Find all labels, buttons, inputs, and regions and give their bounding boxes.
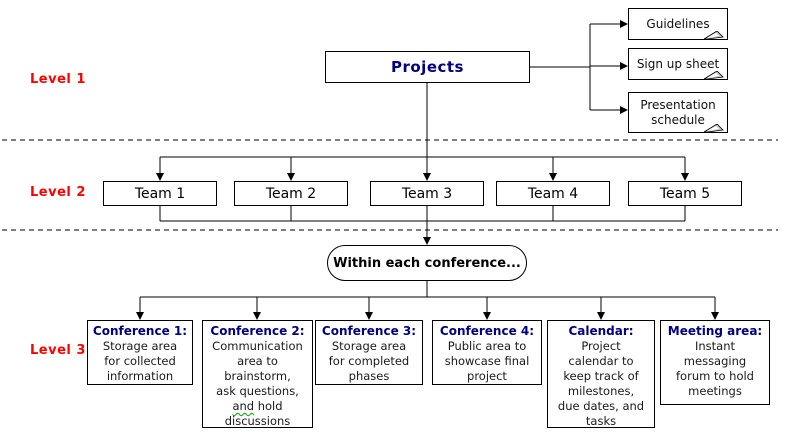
within-each-conference-label: Within each conference...	[333, 255, 521, 271]
team-3-label: Team 3	[401, 185, 453, 202]
calendar-title: Calendar:	[568, 324, 634, 338]
conference-3-body: Storage area for completed phases	[328, 339, 410, 383]
level-1-label: Level 1	[30, 72, 86, 87]
spellcheck-underlined-word: and	[232, 399, 255, 413]
conference-1-body: Storage area for collected information	[102, 339, 178, 383]
conference-4-title: Conference 4:	[439, 324, 535, 338]
page-fold-icon	[704, 124, 724, 133]
note-sign-up-sheet: Sign up sheet	[628, 48, 728, 80]
root-to-teams-connector	[156, 83, 689, 181]
page-fold-icon	[704, 31, 724, 40]
root-to-notes-connector	[530, 20, 628, 114]
team-box-5: Team 5	[628, 181, 742, 206]
conference-2-title: Conference 2:	[210, 324, 305, 338]
team-box-1: Team 1	[103, 181, 217, 206]
calendar-box: Calendar: Project calendar to keep track…	[547, 320, 655, 428]
conference-2-body: Communication area to brainstorm, ask qu…	[203, 339, 312, 429]
conference-1-box: Conference 1: Storage area for collected…	[87, 320, 193, 385]
teams-to-scope-connector	[159, 206, 686, 245]
note-presentation-schedule-label: Presentation schedule	[640, 97, 716, 127]
team-1-label: Team 1	[134, 185, 186, 202]
conference-2-box: Conference 2: Communication area to brai…	[202, 320, 313, 428]
conference-1-title: Conference 1:	[92, 324, 188, 338]
conference-2-body-start: Communication area to brainstorm, ask qu…	[212, 339, 303, 398]
note-presentation-schedule: Presentation schedule	[628, 92, 728, 133]
scope-to-areas-connector	[136, 281, 719, 320]
meeting-area-title: Meeting area:	[667, 324, 763, 338]
meeting-area-box: Meeting area: Instant messaging forum to…	[660, 320, 770, 405]
projects-box: Projects	[325, 51, 530, 83]
team-4-label: Team 4	[527, 185, 579, 202]
conference-3-box: Conference 3: Storage area for completed…	[315, 320, 423, 385]
team-box-3: Team 3	[370, 181, 484, 206]
page-fold-icon	[704, 71, 724, 80]
meeting-area-body: Instant messaging forum to hold meetings	[676, 339, 754, 398]
note-sign-up-sheet-label: Sign up sheet	[636, 56, 720, 71]
team-box-2: Team 2	[234, 181, 348, 206]
conference-2-body-end: hold discussions	[224, 399, 291, 428]
conference-4-box: Conference 4: Public area to showcase fi…	[432, 320, 542, 385]
team-5-label: Team 5	[659, 185, 711, 202]
team-box-4: Team 4	[496, 181, 610, 206]
within-each-conference-ellipse: Within each conference...	[327, 245, 527, 281]
conference-4-body: Public area to showcase final project	[444, 339, 530, 383]
note-guidelines-label: Guidelines	[646, 16, 710, 31]
projects-label: Projects	[390, 58, 464, 76]
note-guidelines: Guidelines	[628, 8, 728, 40]
level-3-label: Level 3	[30, 343, 86, 358]
calendar-body: Project calendar to keep track of milest…	[557, 339, 645, 428]
level-2-label: Level 2	[30, 185, 86, 200]
conference-3-title: Conference 3:	[321, 324, 417, 338]
team-2-label: Team 2	[265, 185, 317, 202]
